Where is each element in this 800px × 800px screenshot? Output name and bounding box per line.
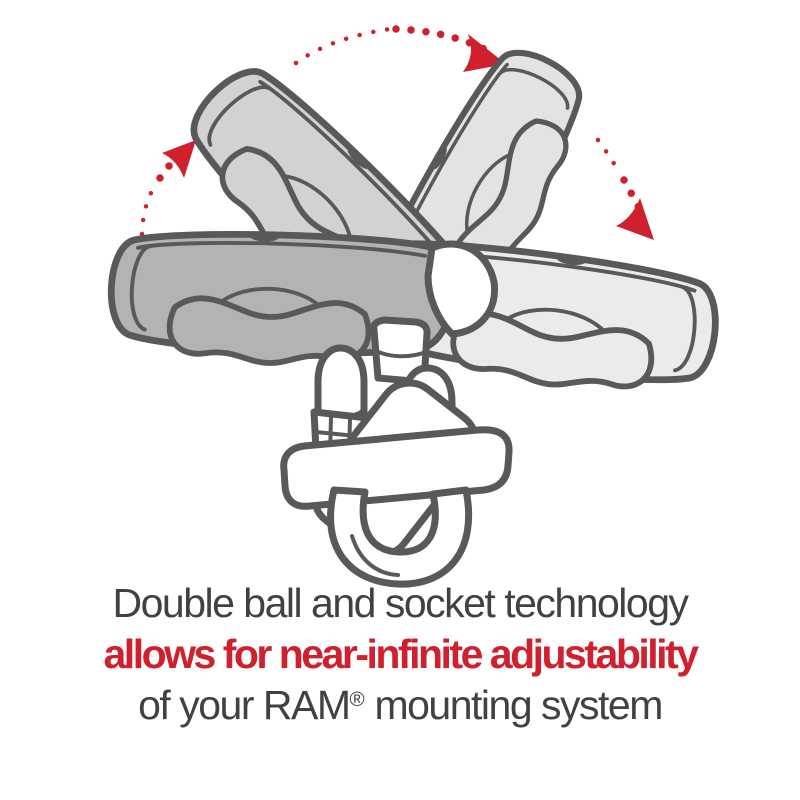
registered-trademark: ® bbox=[349, 687, 365, 711]
caption: Double ball and socket technology allows… bbox=[0, 578, 800, 738]
stem-collar bbox=[372, 348, 428, 359]
caption-line-3-suffix: mounting system bbox=[364, 682, 663, 728]
rotation-arrow-top bbox=[293, 25, 506, 72]
caption-line-3-prefix: of your RAM bbox=[138, 682, 351, 728]
rotation-arrow-right bbox=[595, 137, 654, 240]
ball-socket bbox=[424, 240, 499, 338]
caption-line-1: Double ball and socket technology bbox=[112, 580, 689, 626]
rotation-arrow-left bbox=[139, 140, 196, 237]
arrowhead-down-right bbox=[616, 198, 654, 240]
mount-illustration bbox=[0, 25, 800, 588]
mount-stem bbox=[370, 316, 431, 386]
u-bolt-shading bbox=[350, 534, 400, 577]
caption-line-3: of your RAM® mounting system bbox=[0, 680, 800, 738]
arrowhead-up-right bbox=[162, 140, 196, 178]
caption-line-2: allows for near-infinite adjustability bbox=[103, 631, 700, 677]
handlebar-base bbox=[280, 316, 513, 588]
